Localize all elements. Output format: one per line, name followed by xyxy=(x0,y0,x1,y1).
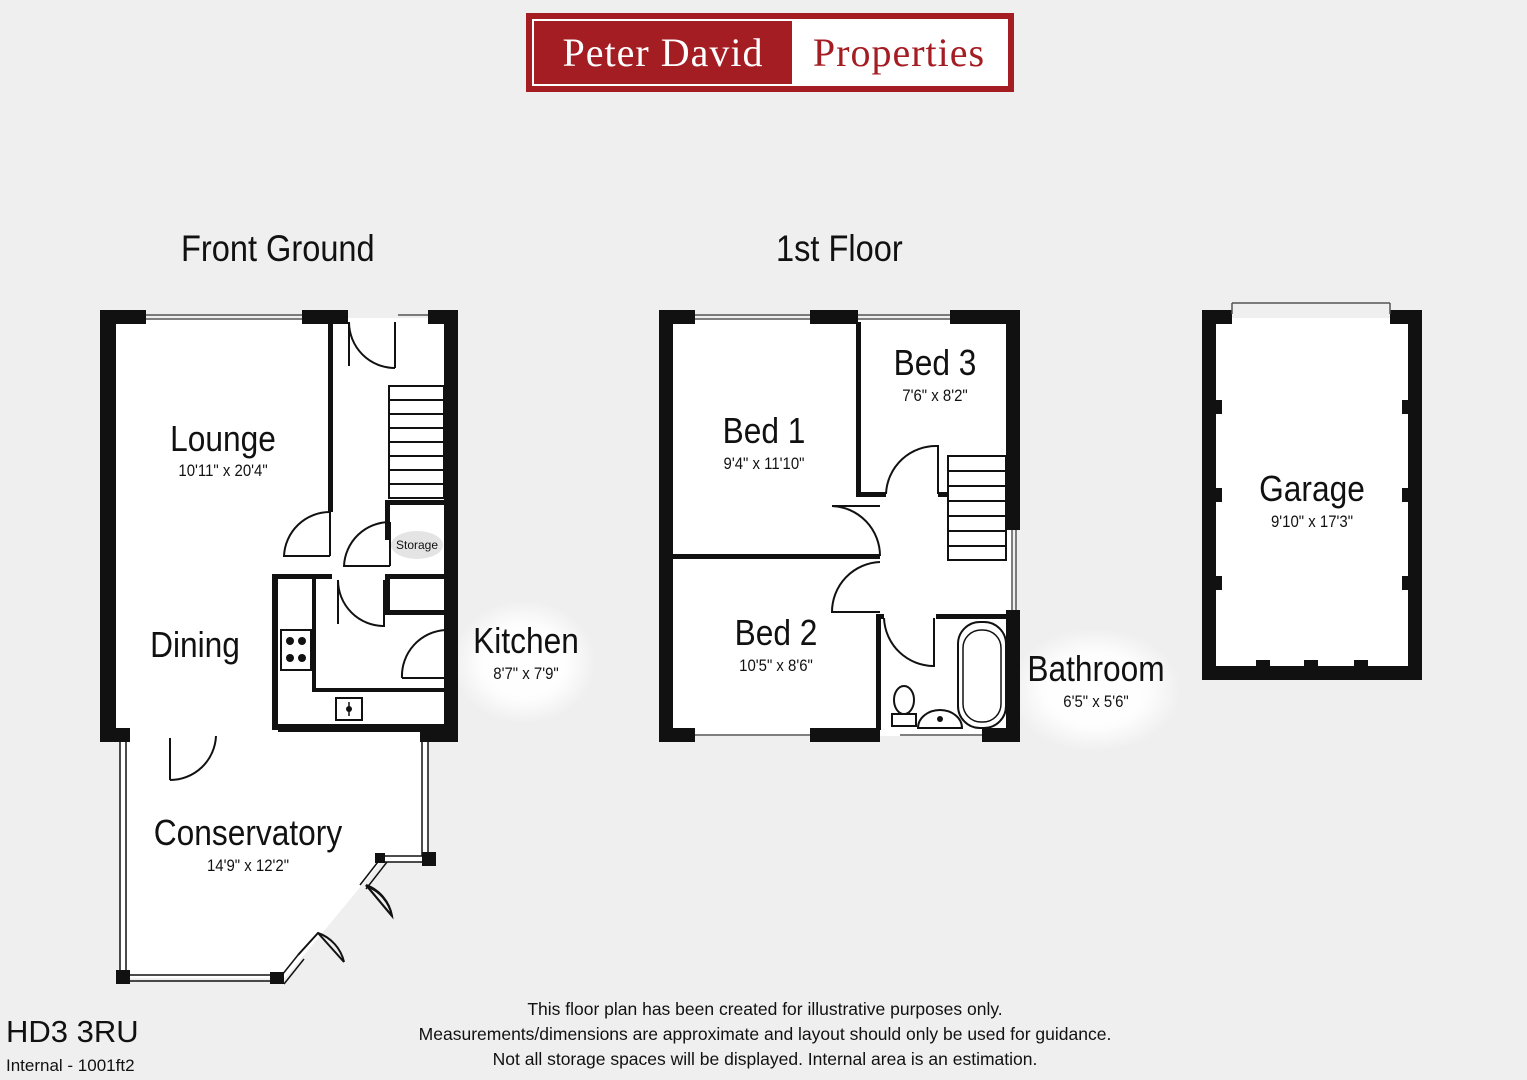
room-label-lounge: Lounge xyxy=(170,418,276,459)
internal-area: Internal - 1001ft2 xyxy=(6,1056,135,1075)
disclaimer-line: This floor plan has been created for ill… xyxy=(527,999,1003,1019)
toilet-icon xyxy=(891,685,917,727)
room-dim-conservatory: 14'9" x 12'2" xyxy=(206,856,290,875)
first-floor-title: 1st Floor xyxy=(776,228,903,269)
disclaimer-line: Measurements/dimensions are approximate … xyxy=(418,1024,1112,1044)
first-floor-plan xyxy=(659,310,1181,752)
bath-icon xyxy=(957,621,1007,729)
room-label-storage: Storage xyxy=(395,538,439,552)
room-label-bathroom: Bathroom xyxy=(1027,648,1165,689)
disclaimer: This floor plan has been created for ill… xyxy=(330,997,1200,1072)
room-label-conservatory: Conservatory xyxy=(153,812,343,853)
room-dim-kitchen: 8'7" x 7'9" xyxy=(493,664,559,683)
room-dim-bed1: 9'4" x 11'10" xyxy=(723,454,805,473)
room-dim-bathroom: 6'5" x 5'6" xyxy=(1063,692,1129,711)
room-label-bed2: Bed 2 xyxy=(734,612,818,653)
basin-icon xyxy=(916,709,964,729)
room-label-dining: Dining xyxy=(150,624,240,665)
disclaimer-line: Not all storage spaces will be displayed… xyxy=(492,1049,1038,1069)
postcode: HD3 3RU xyxy=(6,1014,139,1049)
room-label-bed3: Bed 3 xyxy=(893,342,977,383)
logo-text-left: Peter David xyxy=(562,30,764,75)
room-dim-bed3: 7'6" x 8'2" xyxy=(902,386,968,405)
company-logo: Peter David Properties xyxy=(526,13,1014,92)
room-label-bed1: Bed 1 xyxy=(722,410,806,451)
ground-floor-plan xyxy=(100,310,596,985)
room-dim-garage: 9'10" x 17'3" xyxy=(1270,512,1354,531)
room-dim-lounge: 10'11" x 20'4" xyxy=(178,461,268,480)
logo-text-right: Properties xyxy=(792,21,1006,84)
room-label-kitchen: Kitchen xyxy=(473,620,579,661)
ground-floor-title: Front Ground xyxy=(181,228,375,269)
room-dim-bed2: 10'5" x 8'6" xyxy=(739,656,813,675)
hob-icon xyxy=(280,629,312,671)
room-label-garage: Garage xyxy=(1259,468,1365,509)
garage-plan xyxy=(1202,302,1422,680)
sink-icon xyxy=(335,697,363,721)
